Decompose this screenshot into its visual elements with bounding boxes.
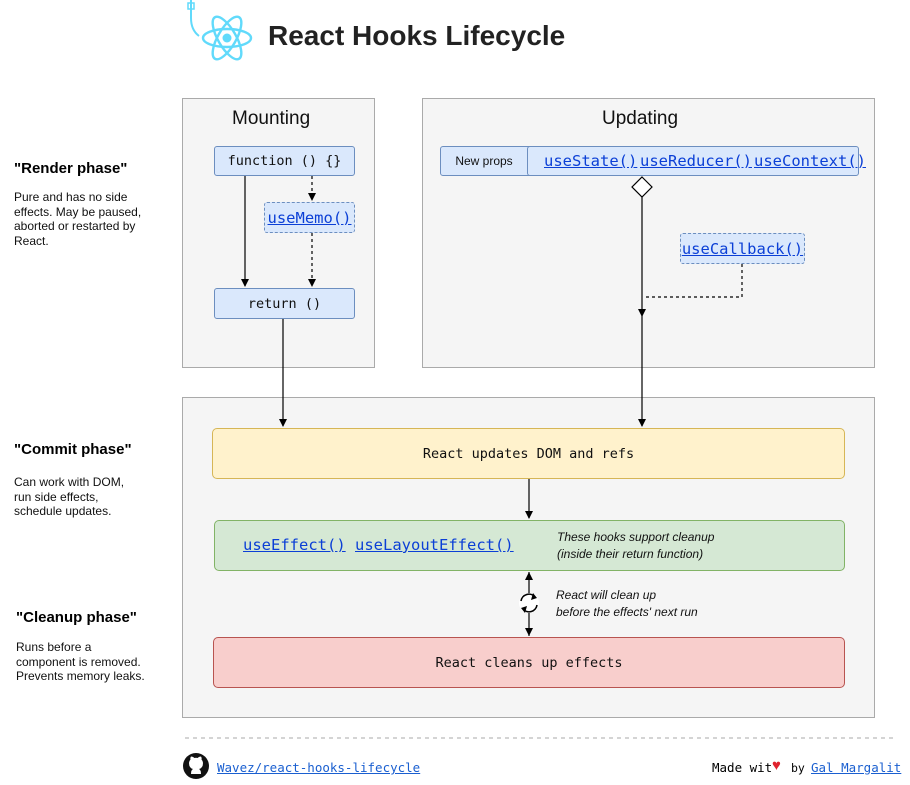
dom-update-label: React updates DOM and refs <box>422 445 635 462</box>
use-reducer-link[interactable]: useReducer() <box>640 152 752 170</box>
mounting-title: Mounting <box>232 108 311 129</box>
use-callback-link[interactable]: useCallback() <box>681 239 804 258</box>
use-context-link[interactable]: useContext() <box>754 152 866 170</box>
react-logo-icon <box>183 0 255 66</box>
use-effect-link[interactable]: useEffect() <box>243 536 346 554</box>
mounting-region <box>182 98 375 368</box>
commit-phase-title: "Commit phase" <box>14 441 132 458</box>
new-props-label: New props <box>455 154 513 168</box>
cleanup-note-line-2: (inside their return function) <box>557 547 704 561</box>
effects-bar: useEffect() useLayoutEffect() These hook… <box>214 520 845 571</box>
use-callback-box: useCallback() <box>680 233 805 264</box>
author-link[interactable]: Gal Margalit <box>811 760 902 775</box>
cleans-up-label: React cleans up effects <box>435 654 623 671</box>
state-hooks-box: useState() useReducer() useContext() <box>527 146 866 176</box>
updating-title: Updating <box>602 108 679 129</box>
use-memo-link[interactable]: useMemo() <box>267 208 352 227</box>
rerun-cleanup-note: React will clean up before the effects' … <box>556 587 698 621</box>
cleans-up-bar: React cleans up effects <box>213 637 845 688</box>
cleanup-note-line-1: These hooks support cleanup <box>557 530 715 544</box>
use-memo-box: useMemo() <box>264 202 355 233</box>
return-box: return () <box>214 288 355 319</box>
function-box: function () {} <box>214 146 355 176</box>
return-label: return () <box>247 295 322 312</box>
cleanup-phase-title: "Cleanup phase" <box>16 609 137 626</box>
repo-link[interactable]: Wavez/react-hooks-lifecycle <box>217 760 421 775</box>
cleanup-support-note: These hooks support cleanup (inside thei… <box>557 529 714 563</box>
by-text: by <box>791 761 805 775</box>
dom-update-bar: React updates DOM and refs <box>212 428 845 479</box>
commit-phase-description: Can work with DOM, run side effects, sch… <box>14 475 125 518</box>
page-title: React Hooks Lifecycle <box>268 20 566 51</box>
new-props-box: New props <box>440 146 534 176</box>
github-icon[interactable] <box>182 752 210 780</box>
render-phase-description: Pure and has no side effects. May be pau… <box>14 190 142 248</box>
function-label: function () {} <box>227 153 342 169</box>
heart-icon: ♥ <box>772 757 781 774</box>
rerun-note-line-1: React will clean up <box>556 588 657 602</box>
use-state-link[interactable]: useState() <box>544 152 638 170</box>
render-phase-title: "Render phase" <box>14 160 128 177</box>
cleanup-phase-description: Runs before a component is removed. Prev… <box>16 640 145 683</box>
updating-region <box>422 98 875 368</box>
made-with-text: Made wit <box>712 760 773 775</box>
use-layout-effect-link[interactable]: useLayoutEffect() <box>355 536 514 554</box>
rerun-note-line-2: before the effects' next run <box>556 605 698 619</box>
